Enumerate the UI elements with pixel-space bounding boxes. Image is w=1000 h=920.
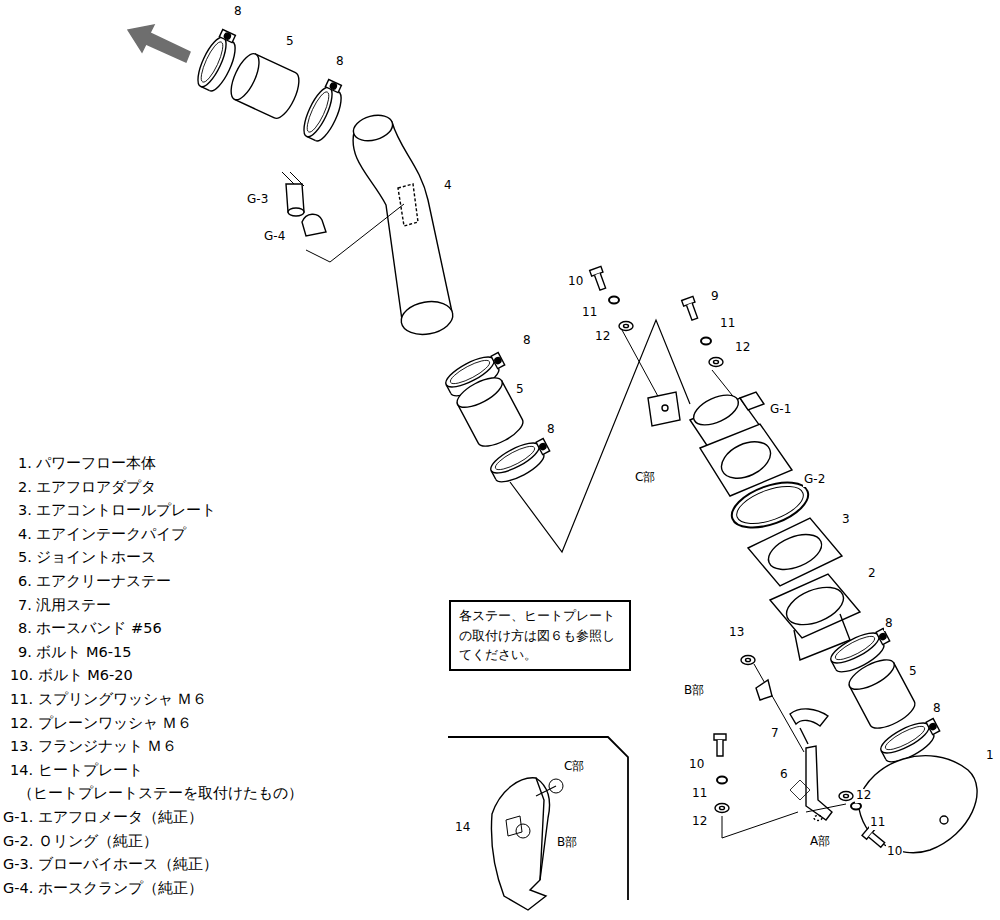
callout-number: 10 xyxy=(886,845,903,859)
callout-number: 1 xyxy=(985,749,995,763)
callout-number: 13 xyxy=(728,626,745,640)
callout-number: 11 xyxy=(691,787,708,801)
parts-list-item: 6. エアクリーナステー xyxy=(18,573,171,590)
callout-number: G-4 xyxy=(263,230,286,244)
callout-number: 7 xyxy=(770,727,780,741)
parts-list-item: 10. ボルト M6-20 xyxy=(10,667,133,684)
callout-number: 8 xyxy=(233,5,243,19)
callout-number: 10 xyxy=(567,275,584,289)
callout-number: 8 xyxy=(932,702,942,716)
callout-number: 8 xyxy=(335,55,345,69)
parts-list-item: G-3. ブローバイホース（純正） xyxy=(3,856,218,873)
parts-list-item: 1. パワーフロー本体 xyxy=(18,455,156,472)
callout-number: 5 xyxy=(285,35,295,49)
callout-number: 12 xyxy=(734,341,751,355)
parts-list-item: 14. ヒートプレート xyxy=(10,762,143,779)
parts-list-item: G-1. エアフロメータ（純正） xyxy=(3,809,203,826)
parts-list-item: 8. ホースバンド #56 xyxy=(18,620,162,637)
note-box: 各ステー、ヒートプレートの取付け方は図６も参照してください。 xyxy=(449,600,631,671)
callout-number: 12 xyxy=(691,815,708,829)
parts-list-item: 9. ボルト M6-15 xyxy=(18,644,131,661)
parts-list-item: 7. 汎用ステー xyxy=(18,597,111,614)
callout-number: B部 xyxy=(683,684,705,698)
callout-number: 11 xyxy=(719,317,736,331)
callout-number: 3 xyxy=(841,513,851,527)
callout-number: C部 xyxy=(563,760,585,774)
parts-list-item: G-2. Ｏリング（純正） xyxy=(3,833,158,850)
callout-number: 8 xyxy=(884,617,894,631)
callout-number: 6 xyxy=(779,768,789,782)
callout-number: 5 xyxy=(908,665,918,679)
callout-number: C部 xyxy=(634,471,656,485)
parts-list-item: 5. ジョイントホース xyxy=(18,549,156,566)
callout-number: 11 xyxy=(581,306,598,320)
parts-list-item: （ヒートプレートステーを取付けたもの） xyxy=(18,785,303,802)
parts-list-item: 11. スプリングワッシャ Ｍ６ xyxy=(10,691,207,708)
callout-number: 4 xyxy=(443,179,453,193)
callout-number: 5 xyxy=(515,383,525,397)
callout-number: B部 xyxy=(556,836,578,850)
callout-number: 12 xyxy=(855,789,872,803)
parts-list-item: 2. エアフロアダプタ xyxy=(18,479,156,496)
callout-number: 8 xyxy=(522,334,532,348)
callout-number: 9 xyxy=(710,290,720,304)
parts-list-item: 12. プレーンワッシャ Ｍ６ xyxy=(10,715,192,732)
callout-number: 8 xyxy=(546,423,556,437)
callout-number: G-2 xyxy=(803,473,826,487)
parts-list-item: 3. エアコントロールプレート xyxy=(18,502,216,519)
parts-list-item: 4. エアインテークパイプ xyxy=(18,526,186,543)
parts-list-item: G-4. ホースクランプ（純正） xyxy=(3,880,203,897)
callout-number: 12 xyxy=(594,330,611,344)
callout-number: G-3 xyxy=(246,193,269,207)
callout-number: 14 xyxy=(454,821,471,835)
callout-number: 11 xyxy=(869,816,886,830)
callout-number: 2 xyxy=(867,567,877,581)
note-text: 各ステー、ヒートプレートの取付け方は図６も参照してください。 xyxy=(459,606,621,665)
callout-number: G-1 xyxy=(769,403,792,417)
callout-number: A部 xyxy=(809,835,831,849)
callout-number: 10 xyxy=(688,758,705,772)
parts-list-item: 13. フランジナット Ｍ６ xyxy=(10,738,177,755)
